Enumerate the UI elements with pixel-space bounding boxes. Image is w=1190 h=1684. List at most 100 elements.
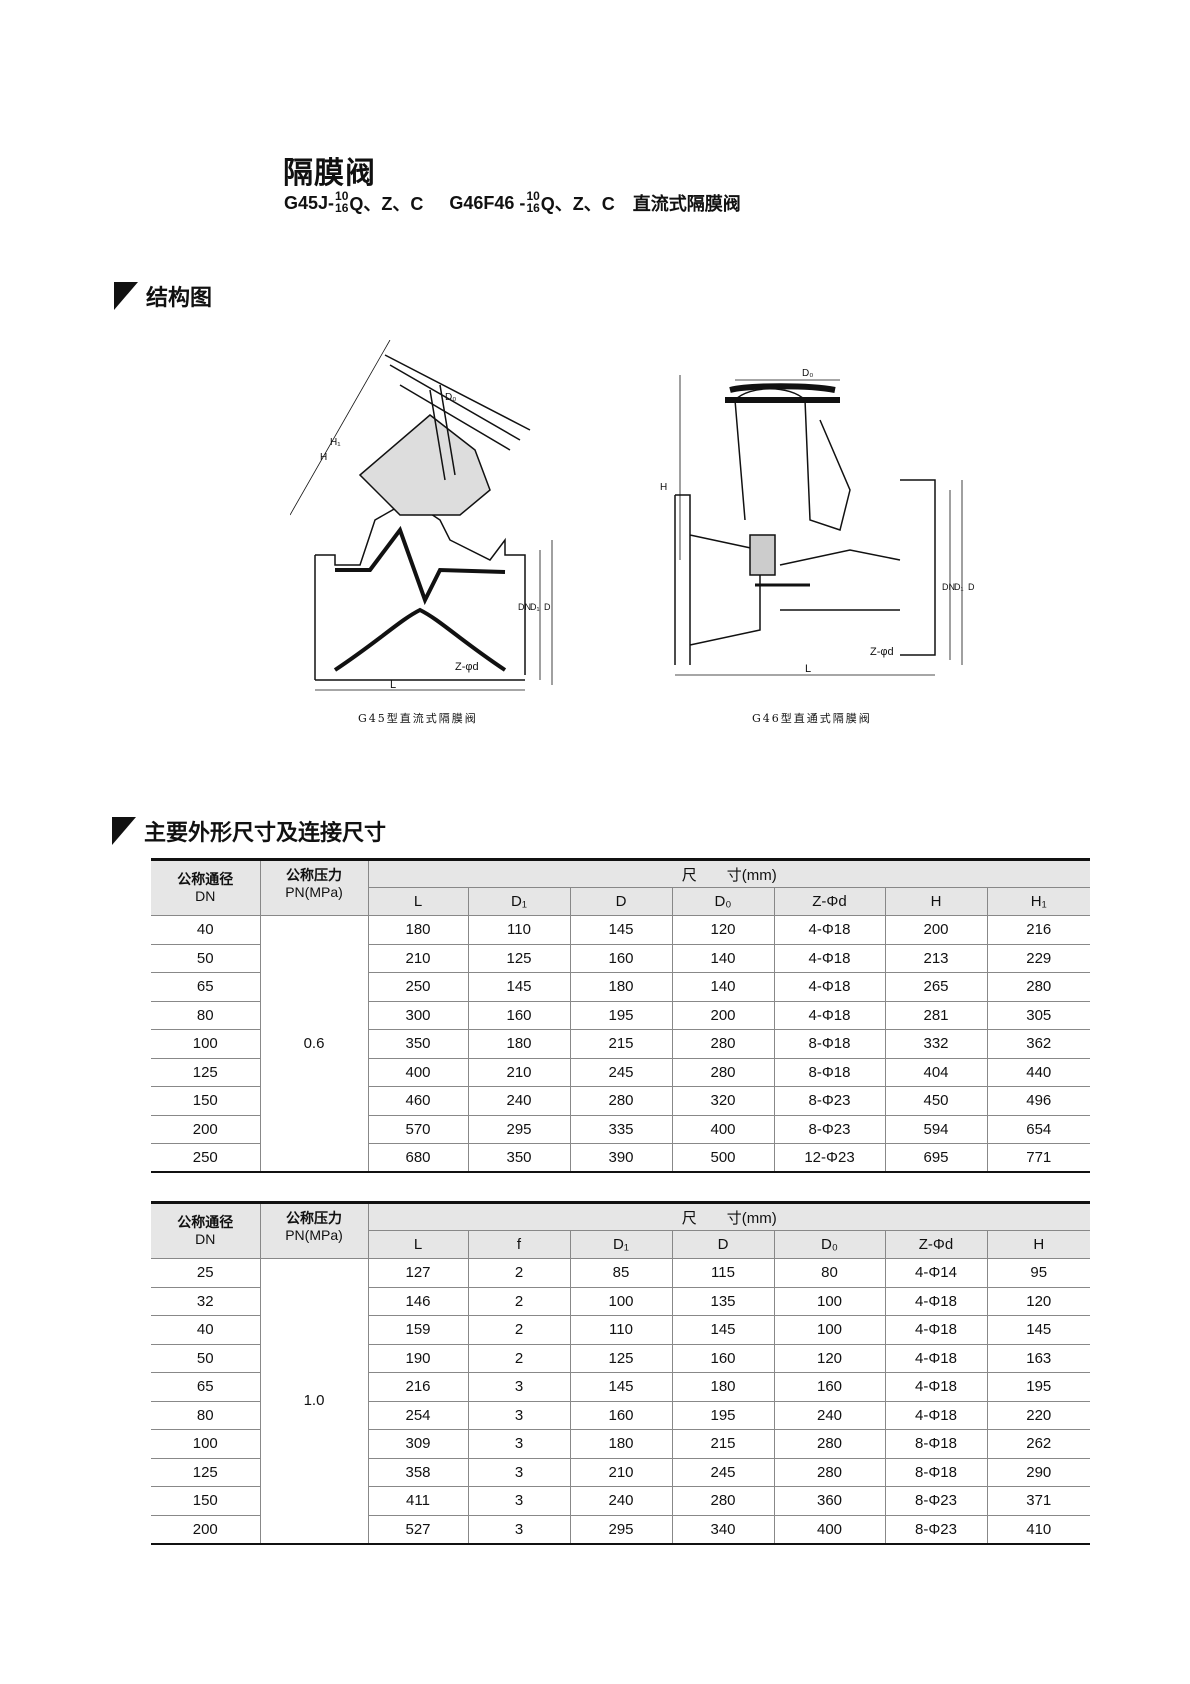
table-cell: 280	[773, 1429, 886, 1459]
table-cell: 4-Φ18	[773, 915, 886, 945]
table-cell: 215	[671, 1429, 775, 1459]
column-header: H₁	[986, 887, 1090, 916]
column-header: L	[368, 1230, 469, 1259]
table-cell: 160	[569, 1400, 673, 1430]
table-cell: 180	[367, 915, 469, 945]
table-cell: 240	[773, 1400, 886, 1430]
label-d: D	[544, 602, 551, 612]
label-dn: DN	[518, 602, 531, 612]
subtitle-desc: 直流式隔膜阀	[632, 194, 741, 214]
table-cell: 8-Φ18	[884, 1429, 988, 1459]
table-cell: 140	[671, 972, 775, 1002]
table-cell: 360	[773, 1486, 886, 1516]
label-d0: D₀	[802, 368, 813, 379]
table-cell: 4-Φ18	[773, 943, 886, 973]
table-cell: 180	[671, 1372, 775, 1402]
table-cell: 65	[151, 1372, 261, 1402]
label-h: H	[320, 452, 327, 463]
table-cell: 2	[467, 1258, 571, 1288]
table-cell: 12-Φ23	[773, 1143, 886, 1173]
label-d: D	[968, 582, 975, 592]
table-cell: 180	[569, 972, 673, 1002]
table-cell: 210	[569, 1457, 673, 1487]
table-cell: 110	[569, 1315, 673, 1345]
table-cell: 125	[467, 943, 571, 973]
table-cell: 146	[367, 1286, 469, 1316]
table-cell: 140	[671, 943, 775, 973]
table-cell: 4-Φ18	[884, 1286, 988, 1316]
table-cell: 8-Φ23	[884, 1486, 988, 1516]
table-cell: 210	[467, 1057, 571, 1087]
table-cell: 340	[671, 1514, 775, 1544]
table-cell: 220	[986, 1400, 1090, 1430]
frac-bottom: 16	[526, 201, 540, 215]
table-cell: 160	[773, 1372, 886, 1402]
table-cell: 150	[151, 1486, 261, 1516]
table-cell: 771	[986, 1143, 1090, 1173]
table-cell: 254	[367, 1400, 469, 1430]
label-zd: Z-φd	[455, 661, 479, 673]
table-cell: 295	[569, 1514, 673, 1544]
table-cell: 115	[671, 1258, 775, 1288]
table-cell: 3	[467, 1514, 571, 1544]
table-cell: 358	[367, 1457, 469, 1487]
g46-valve-drawing: L Z-φd D₀ H DN D₁ D	[660, 368, 975, 676]
table-cell: 4-Φ18	[884, 1343, 988, 1373]
table-cell: 8-Φ18	[773, 1057, 886, 1087]
label-h1: H₁	[330, 437, 341, 448]
table-cell: 100	[151, 1029, 261, 1059]
label-dn: DN	[942, 582, 955, 592]
frac-bottom: 16	[335, 201, 349, 215]
table-cell: 3	[467, 1372, 571, 1402]
table-cell: 4-Φ18	[773, 972, 886, 1002]
table-cell: 250	[367, 972, 469, 1002]
table-cell: 280	[671, 1029, 775, 1059]
cell-pn: 0.6	[259, 915, 369, 1173]
table-cell: 145	[569, 1372, 673, 1402]
table-cell: 145	[569, 915, 673, 945]
table-cell: 335	[569, 1114, 673, 1144]
table-cell: 4-Φ18	[884, 1372, 988, 1402]
table-cell: 195	[569, 1000, 673, 1030]
frac-top: 10	[335, 189, 349, 203]
table-cell: 3	[467, 1486, 571, 1516]
table-cell: 50	[151, 1343, 261, 1373]
table-cell: 309	[367, 1429, 469, 1459]
table-cell: 160	[569, 943, 673, 973]
table-cell: 281	[884, 1000, 988, 1030]
section-dimensions: 主要外形尺寸及连接尺寸	[112, 815, 386, 847]
label-d0: D₀	[445, 392, 456, 403]
table-cell: 40	[151, 1315, 261, 1345]
header-dimensions: 尺 寸(mm)	[367, 859, 1090, 888]
column-header: H	[986, 1230, 1090, 1259]
table-cell: 2	[467, 1315, 571, 1345]
cell-pn: 1.0	[259, 1258, 369, 1544]
table-cell: 8-Φ18	[884, 1457, 988, 1487]
table-cell: 65	[151, 972, 261, 1002]
label-d1: D₁	[954, 582, 964, 592]
table-cell: 210	[367, 943, 469, 973]
label-h: H	[660, 482, 667, 493]
table-cell: 262	[986, 1429, 1090, 1459]
suffix-2: Q、Z、C	[540, 194, 615, 214]
table-cell: 280	[671, 1486, 775, 1516]
table-cell: 4-Φ18	[884, 1315, 988, 1345]
table-cell: 460	[367, 1086, 469, 1116]
section-marker-icon	[114, 282, 138, 310]
table-cell: 245	[569, 1057, 673, 1087]
section-title: 主要外形尺寸及连接尺寸	[144, 820, 387, 846]
table-cell: 350	[467, 1143, 571, 1173]
table-cell: 127	[367, 1258, 469, 1288]
table-cell: 371	[986, 1486, 1090, 1516]
table-cell: 300	[367, 1000, 469, 1030]
